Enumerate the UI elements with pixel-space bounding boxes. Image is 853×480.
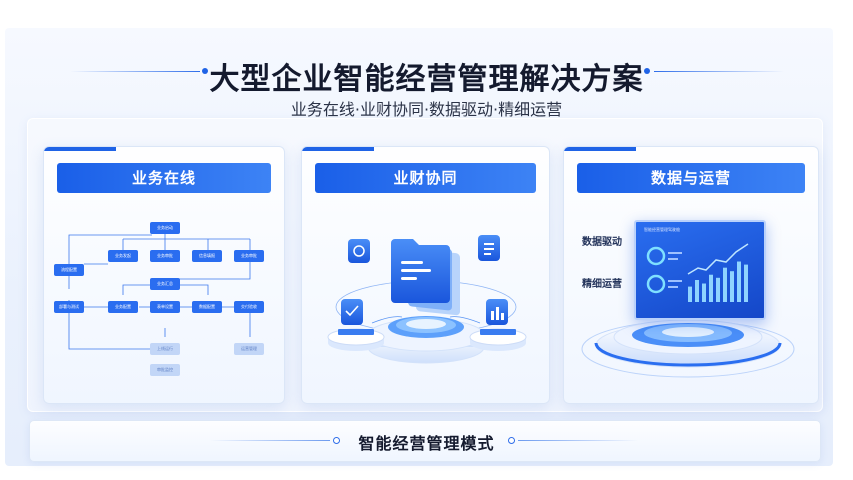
card-title: 业财协同: [315, 163, 536, 193]
dashboard-bar: [709, 274, 713, 302]
flow-node: 交付验收: [234, 301, 264, 313]
mode-dot-left: [333, 437, 340, 444]
mode-line-right: [518, 440, 638, 441]
flow-node: 业务启动: [150, 222, 180, 234]
podium-illustration: [581, 319, 795, 378]
card-tab-accent: [302, 147, 374, 151]
card-title: 数据与运营: [577, 163, 805, 193]
dashboard-bar: [723, 267, 727, 302]
title-dot-left: [202, 68, 208, 74]
flow-node: 数据配置: [192, 301, 222, 313]
card-business-online[interactable]: 业务在线 业务启动业务发起业务审批信息填报业务审批流程配置业务汇总部署与测试业务…: [43, 146, 285, 404]
page-subtitle: 业务在线·业财协同·数据驱动·精细运营: [290, 100, 563, 119]
mode-line-left: [210, 440, 330, 441]
mode-label: 智能经营管理模式: [358, 434, 495, 453]
dashboard-screen: 智能经营管理驾驶舱: [634, 220, 766, 320]
dashboard-bar: [716, 277, 720, 302]
title-line-right: [654, 71, 784, 72]
dashboard-bar: [730, 271, 734, 302]
card-tab-accent: [564, 147, 636, 151]
dashboard-graphics: [646, 243, 749, 302]
flow-node: 部署与测试: [54, 301, 84, 313]
flow-node: 表单设置: [150, 301, 180, 313]
collaboration-illustration: [327, 235, 527, 364]
flow-node: 信息填报: [192, 250, 222, 262]
card-tab-accent: [44, 147, 116, 151]
flow-node: 流程配置: [54, 264, 84, 276]
flow-node: 上线运行: [150, 343, 180, 355]
dashboard-bar: [737, 261, 741, 302]
flow-node: 业务审批: [150, 250, 180, 262]
title-line-left: [70, 71, 200, 72]
dashboard-bar: [702, 283, 706, 302]
flow-node: 审批监控: [150, 364, 180, 376]
mode-bar: [29, 420, 821, 462]
flow-node: 业务配置: [108, 301, 138, 313]
dashboard-bar: [744, 264, 748, 302]
mode-dot-right: [508, 437, 515, 444]
flow-node: 运营管理: [234, 343, 264, 355]
label-fine-operations: 精细运营: [582, 279, 622, 290]
title-dot-right: [644, 68, 650, 74]
screen-title: 智能经营管理驾驶舱: [644, 227, 680, 232]
flow-node: 业务发起: [108, 250, 138, 262]
label-data-driven: 数据驱动: [582, 237, 622, 248]
card-title: 业务在线: [57, 163, 271, 193]
flow-node: 业务汇总: [150, 278, 180, 290]
dashboard-bar: [688, 286, 692, 302]
card-finance-collaboration[interactable]: 业财协同: [301, 146, 550, 404]
page-title: 大型企业智能经营管理解决方案: [209, 62, 644, 97]
dashboard-bar: [695, 280, 699, 302]
flow-node: 业务审批: [234, 250, 264, 262]
